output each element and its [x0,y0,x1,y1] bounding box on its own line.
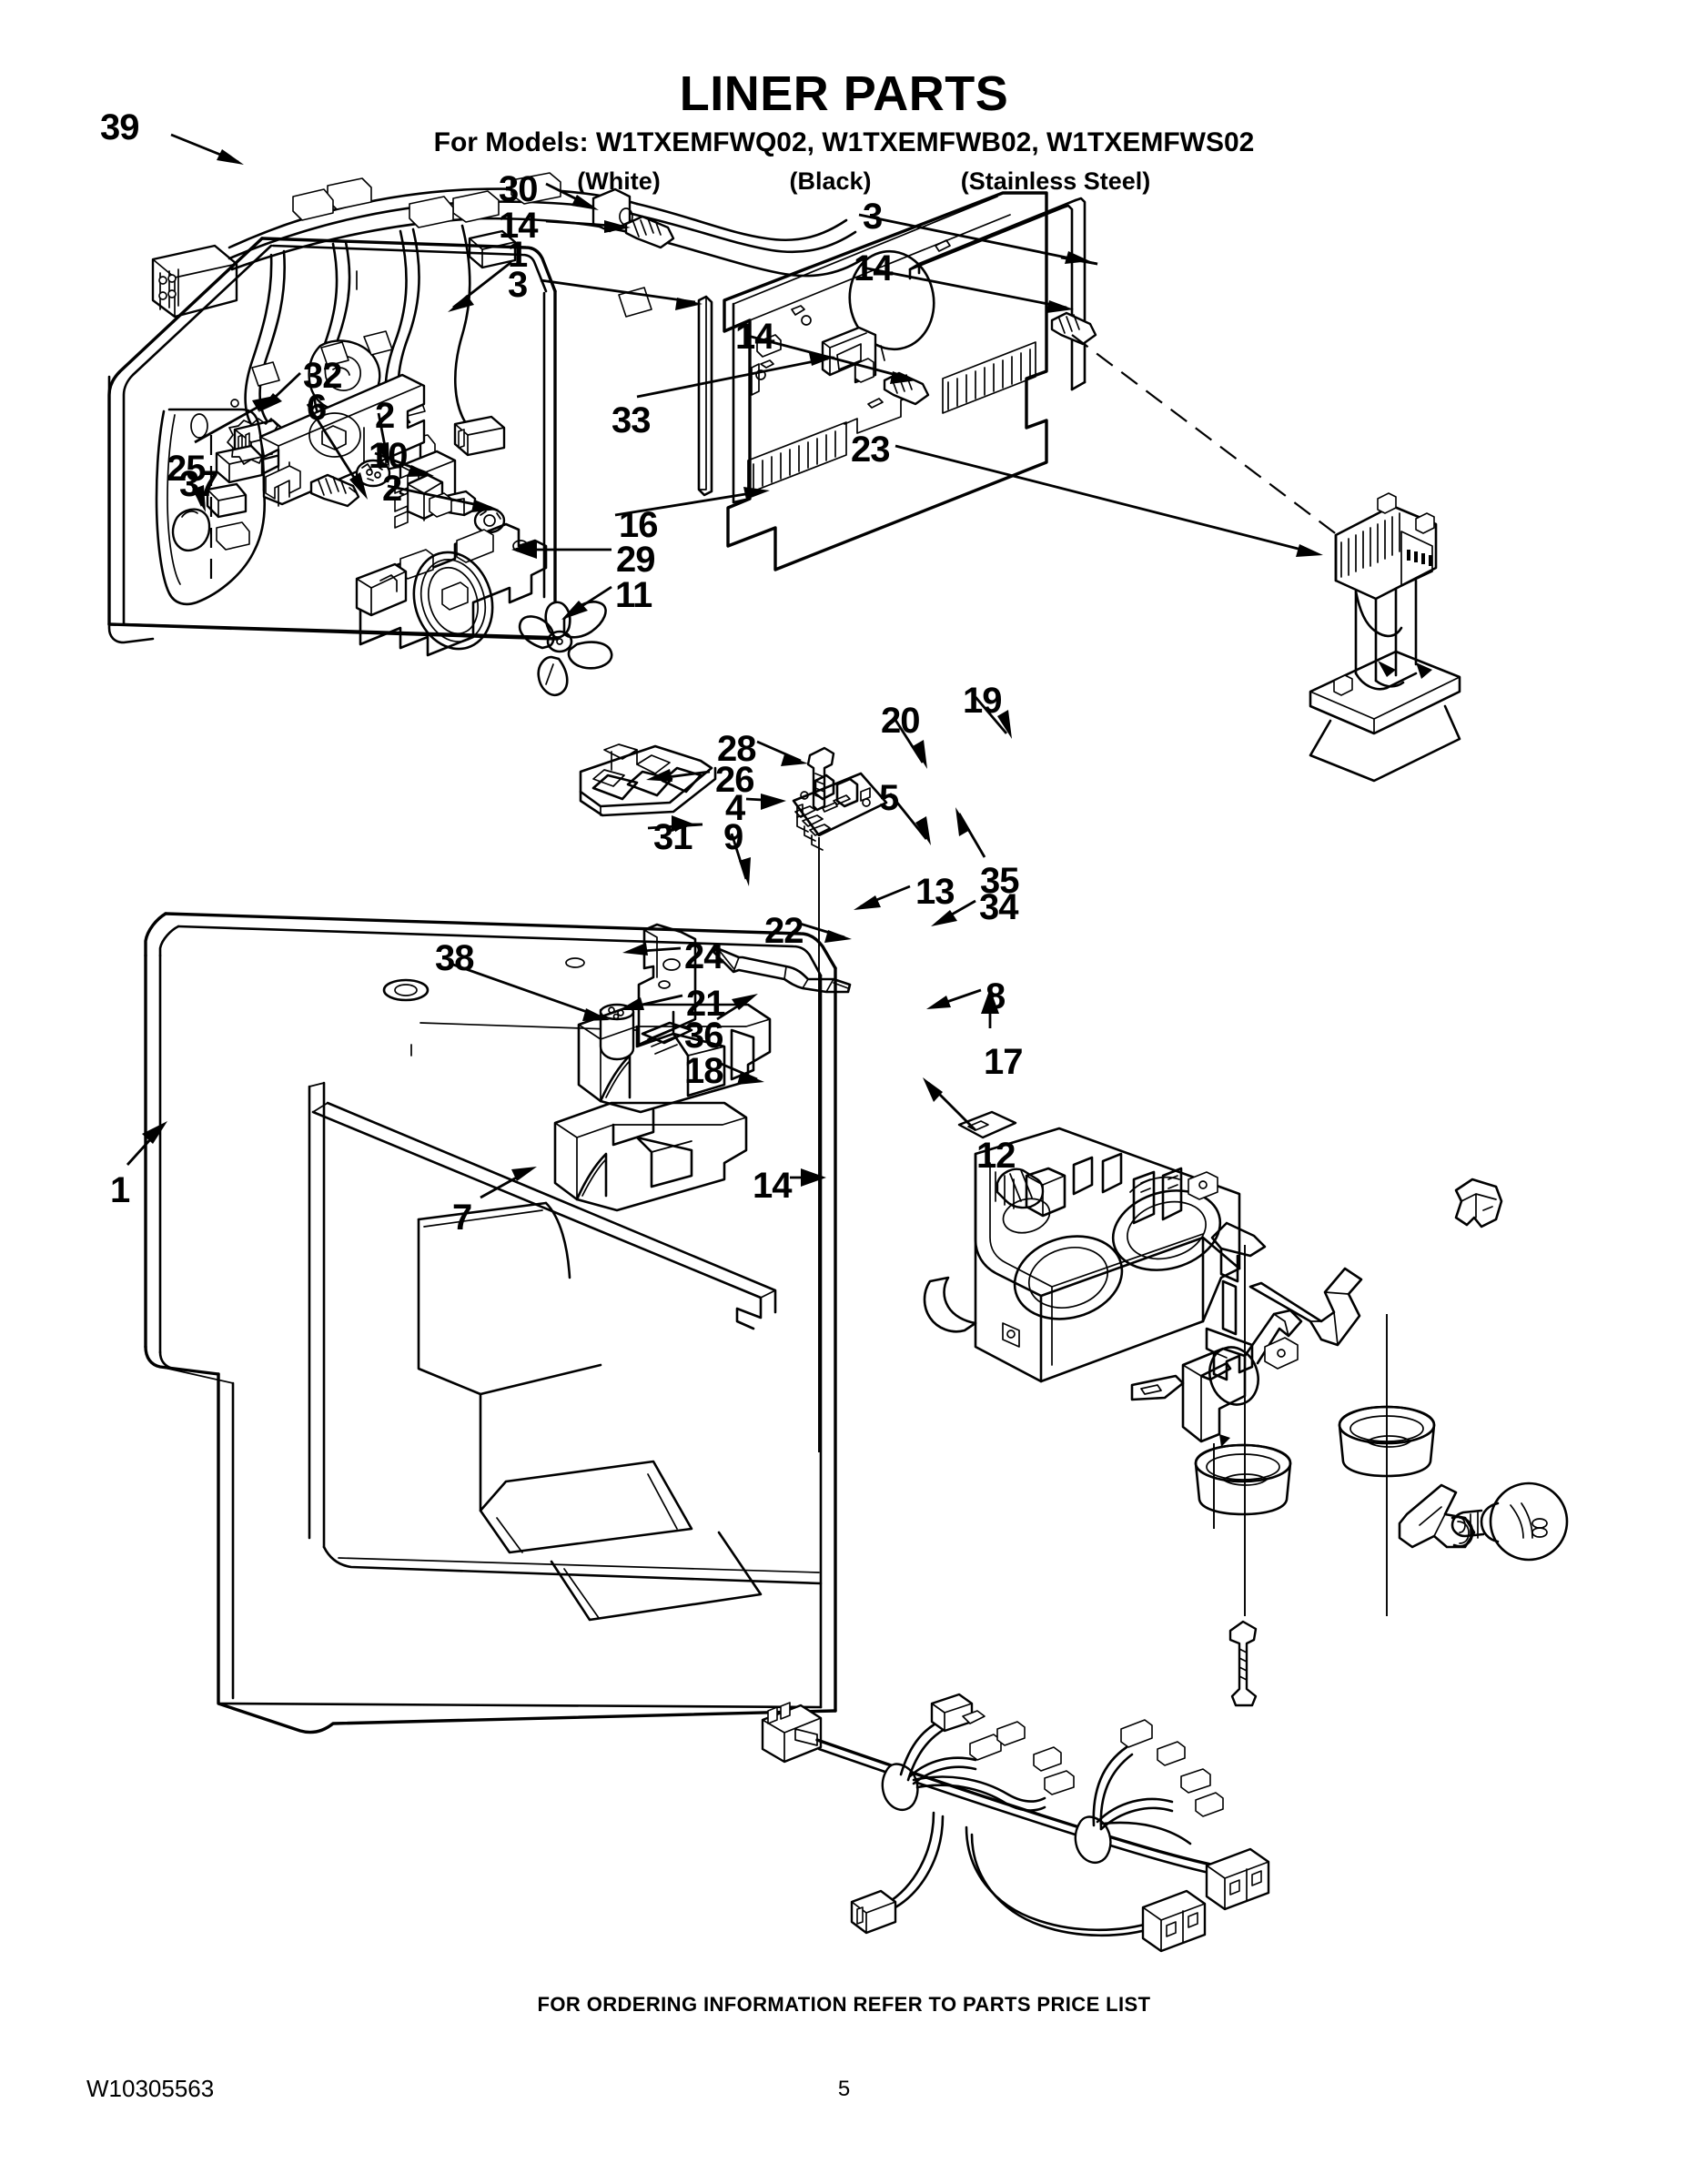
callout-33[interactable]: 33 [612,400,651,440]
callout-3-b[interactable]: 3 [863,197,883,237]
callout-24[interactable]: 24 [684,936,723,976]
part-37-plug [173,510,209,551]
part-5-retaining-clip [925,1278,975,1331]
part-23-air-duct [1310,493,1460,781]
part-19-clip [1456,1179,1501,1227]
callout-8[interactable]: 8 [986,976,1006,1016]
callout-6[interactable]: 6 [307,388,327,428]
callout-25[interactable]: 25 [167,449,206,489]
part-36-clip [959,1112,1016,1138]
part-20-valve-stem [1207,1223,1298,1380]
callout-29[interactable]: 29 [616,540,655,580]
callout-23[interactable]: 23 [851,430,890,470]
part-4-control-board [793,774,886,850]
callout-31[interactable]: 31 [653,817,692,857]
part-38-plug-button [601,1005,633,1059]
part-16-rear-panel [724,193,1046,570]
part-2-grommet-lower [475,509,504,532]
part-22-socket [1196,1445,1290,1514]
callout-17[interactable]: 17 [984,1042,1023,1082]
part-10-defrost-thermostat [395,451,475,528]
callout-19[interactable]: 19 [963,681,1002,721]
callout-5[interactable]: 5 [879,778,899,818]
callout-3-a[interactable]: 3 [508,265,528,305]
callout-1-a[interactable]: 1 [508,235,528,275]
part-24-air-duct-cover [579,1005,770,1112]
part-1-fresh-food-liner [146,914,835,1733]
callout-10[interactable]: 10 [369,436,408,476]
callout-4[interactable]: 4 [725,788,745,828]
callout-14-d[interactable]: 14 [753,1166,792,1206]
callout-37[interactable]: 37 [179,464,218,504]
callout-26[interactable]: 26 [715,760,754,800]
part-7-main-wire-harness [763,1694,1269,1951]
part-21-air-duct-lower [555,1103,746,1210]
callout-35[interactable]: 35 [980,861,1019,901]
callout-2-b[interactable]: 2 [382,469,402,509]
page-title: LINER PARTS [679,66,1009,121]
callout-14-c[interactable]: 14 [735,317,774,357]
callout-14-b[interactable]: 14 [854,248,893,288]
callout-18[interactable]: 18 [684,1051,723,1091]
ordering-information-note: FOR ORDERING INFORMATION REFER TO PARTS … [537,1993,1151,2016]
finish-legend: (White) (Black) (Stainless Steel) [0,167,1688,196]
part-14-screw-c [1052,313,1096,344]
assembly-line-23 [1072,335,1338,535]
callout-34[interactable]: 34 [979,887,1018,927]
callout-30[interactable]: 30 [499,169,538,209]
finish-black: (Black) [789,167,872,195]
callout-1-b[interactable]: 1 [110,1170,130,1210]
callout-22[interactable]: 22 [764,911,804,951]
callout-2-a[interactable]: 2 [375,396,395,436]
part-14-screw-a [626,217,673,248]
finish-steel: (Stainless Steel) [960,167,1151,195]
callout-28[interactable]: 28 [717,729,756,769]
part-33-drain-trough [823,328,875,382]
callout-14-a[interactable]: 14 [499,206,538,246]
assembly-guides [819,837,1387,1616]
callout-39[interactable]: 39 [100,107,139,147]
page-number: 5 [837,2077,851,2101]
callout-21[interactable]: 21 [686,984,725,1024]
callout-20[interactable]: 20 [881,701,920,741]
part-2-grommet-upper [357,460,389,486]
callout-12[interactable]: 12 [976,1136,1016,1176]
document-number: W10305563 [86,2075,215,2102]
part-9-lever-arm [713,948,850,992]
part-35-bracket [1250,1269,1361,1345]
callout-7[interactable]: 7 [452,1198,472,1238]
part-26-control-housing [581,744,715,815]
callout-38[interactable]: 38 [435,938,474,978]
part-17-light-bulb [1452,1483,1567,1560]
callout-13[interactable]: 13 [915,872,955,912]
part-12-light-housing [975,1128,1239,1381]
callout-11[interactable]: 11 [615,575,652,615]
callout-16[interactable]: 16 [619,505,658,545]
part-8-lamp-socket [1400,1485,1474,1547]
part-14-screw-d [1230,1622,1256,1705]
part-13-ice-fill-bracket [1132,1310,1301,1447]
callout-36[interactable]: 36 [684,1016,723,1056]
callout-32[interactable]: 32 [303,356,342,396]
part-32-light-shield [260,375,424,506]
part-6-screw [311,475,359,506]
callout-leaders [127,135,1323,1198]
part-29-evaporator-fan-shroud [357,524,546,659]
callout-9[interactable]: 9 [723,817,743,857]
models-line: For Models: W1TXEMFWQ02, W1TXEMFWB02, W1… [433,127,1255,157]
